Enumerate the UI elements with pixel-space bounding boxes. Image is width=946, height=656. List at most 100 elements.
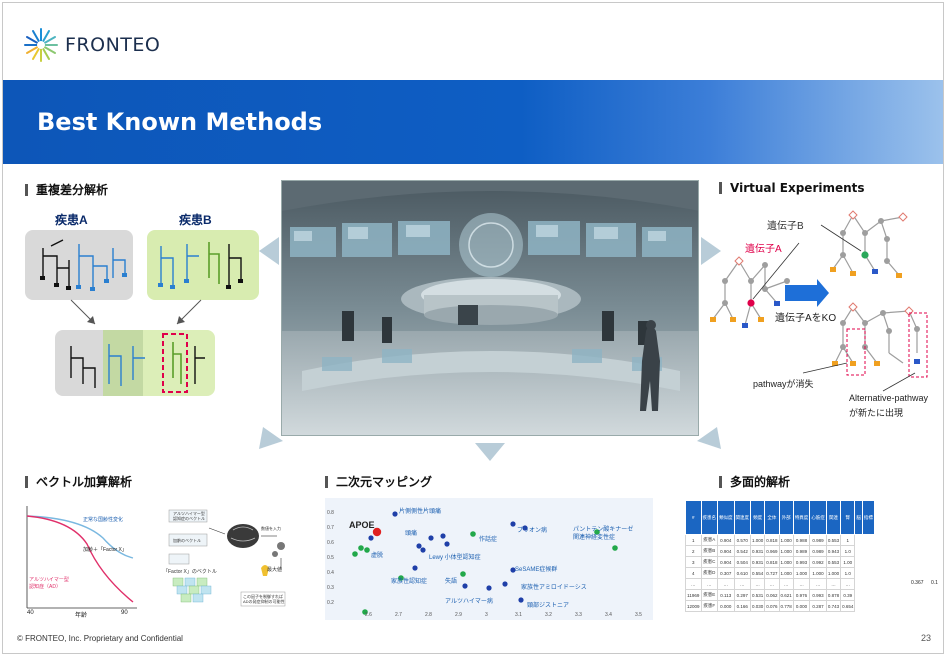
ad-curve-label-1: アルツハイマー型 [29, 577, 69, 583]
scatter-map [352, 511, 618, 615]
control-room-scene [282, 181, 698, 435]
section-bar [719, 182, 722, 194]
y-tick: 0.5 [327, 555, 334, 561]
ad-vector-label-1: アルツハイマー型 [173, 511, 205, 516]
table-cell: 0.570 [733, 534, 752, 546]
ad-curve-label-2: 認知症（AD） [29, 584, 61, 590]
term-2: プリオン病 [517, 528, 548, 534]
table-cell: 0.000 [792, 600, 811, 612]
add-label: 加齢＋「Factor X」 [83, 547, 127, 553]
x-axis-max: 90 [121, 610, 128, 616]
table-cell: 1.000 [809, 567, 827, 579]
table-cell: 0.931 [750, 545, 766, 557]
table-header-cell: 外部 [778, 500, 794, 535]
page-title: Best Known Methods [37, 108, 323, 136]
term-6: Lewy 小体型認知症 [429, 555, 481, 561]
brand-name: FRONTEO [65, 34, 161, 56]
mapping-panel: APOE 片側側性片頭痛 頭痛 プリオン病 パントテン酸キナーゼ 関連神経変性症… [325, 498, 653, 620]
note-label-1: この因子を制御すれば [243, 594, 283, 599]
gene-a-label: 遺伝子A [745, 244, 782, 255]
table-cell: 0.989 [792, 545, 811, 557]
table-cell: … [685, 578, 702, 590]
table-cell: … [825, 578, 842, 590]
table-cell: 0.743 [825, 600, 842, 612]
x-tick: 3.2 [545, 612, 552, 618]
arrow-down-left-icon [259, 427, 283, 449]
vector-flow-diagram [168, 509, 286, 607]
table-header-cell: 関連 [825, 500, 842, 535]
section-bar [325, 475, 328, 488]
arrow-down-right-icon [697, 427, 721, 449]
x-tick: 2.8 [425, 612, 432, 618]
table-cell: … [717, 578, 735, 590]
term-8: 失語 [445, 579, 458, 585]
table-cell: 0.621 [778, 589, 794, 601]
y-tick: 0.2 [327, 600, 334, 606]
table-cell: 1 [685, 534, 702, 546]
x-tick: 3.4 [605, 612, 612, 618]
table-cell: 0.727 [764, 567, 780, 579]
table-cell: 0.113 [717, 589, 735, 601]
table-cell: 疾患D [700, 567, 719, 579]
arrow-right-icon [701, 237, 721, 265]
disease-a-label: 疾患A [55, 213, 88, 227]
table-header-cell: # [685, 500, 702, 535]
table-cell: 0.988 [792, 534, 811, 546]
table-cell: 0.554 [750, 567, 766, 579]
table-cell: 0.976 [792, 589, 811, 601]
table-cell: 0.654 [840, 600, 856, 612]
term-12: 頸部ジストニア [527, 603, 570, 609]
y-tick: 0.8 [327, 510, 334, 516]
table-cell: 0.993 [792, 556, 811, 568]
virtual-network-diagram [710, 210, 928, 392]
extra-value-1: 0.1 [931, 580, 938, 586]
section-title-mapping: 二次元マッピング [325, 473, 432, 490]
table-cell: 1.000 [750, 534, 766, 546]
extra-value-0: 0.367 [911, 580, 924, 586]
pathway-lost-label: pathwayが消失 [753, 379, 814, 389]
x-axis-label: 年齢 [75, 613, 88, 619]
x-axis-min: 40 [27, 610, 34, 616]
note-label-2: ADの発症抑制の可能性 [243, 599, 285, 604]
title-banner: Best Known Methods [3, 80, 943, 164]
term-13: 虚脱 [371, 553, 384, 559]
table-cell: 0.904 [717, 534, 735, 546]
x-tick: 2.9 [455, 612, 462, 618]
table-cell: … [750, 578, 766, 590]
table-cell: 0.989 [809, 534, 827, 546]
section-title-multi: 多面的解析 [719, 473, 790, 490]
y-tick: 0.3 [327, 585, 334, 591]
table-cell: 1.000 [778, 534, 794, 546]
alt-pathway-label-2: が新たに出現 [849, 408, 904, 418]
footer-copyright: © FRONTEO, Inc. Proprietary and Confiden… [17, 634, 183, 643]
term-7: 家族性認知症 [391, 579, 428, 585]
section-bar [25, 183, 28, 196]
table-header-cell: 全体 [764, 500, 780, 535]
table-cell: 0.904 [717, 556, 735, 568]
table-cell: 1.0 [840, 567, 856, 579]
max-value-label: 最大値 [267, 567, 283, 573]
table-cell: 1 [840, 534, 856, 546]
term-10: 家族性アミロイドーシス [521, 585, 587, 591]
factor-vector-label: 「Factor X」のベクトル [163, 569, 217, 575]
gene-b-label: 遺伝子B [767, 221, 804, 232]
table-cell: 0.943 [825, 545, 842, 557]
term-4: 関連神経変性症 [573, 535, 616, 541]
table-header-cell: 類似度 [717, 500, 735, 535]
table-cell: … [700, 578, 719, 590]
table-cell: 1.000 [778, 567, 794, 579]
table-cell: 0.287 [809, 600, 827, 612]
alt-pathway-label-1: Alternative-pathway [849, 393, 929, 403]
table-header-cell: 腎 [840, 500, 856, 535]
table-header: #疾患名類似度関連度頻度全体外部特異度心筋症関連腎脳指標 [685, 500, 875, 535]
table-header-cell: 疾患名 [700, 500, 719, 535]
section-bar [719, 475, 722, 488]
x-tick: 3.5 [635, 612, 642, 618]
table-cell: 0.993 [809, 589, 827, 601]
y-tick: 0.4 [327, 570, 334, 576]
table-cell: 疾患C [700, 556, 719, 568]
table-cell: 疾患F [700, 600, 719, 612]
